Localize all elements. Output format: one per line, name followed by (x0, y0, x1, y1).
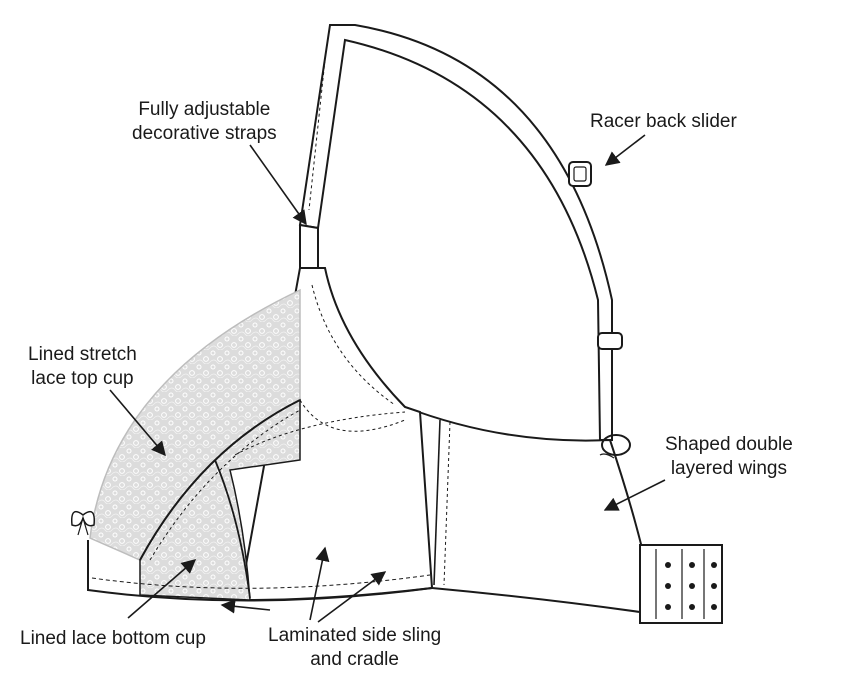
cradle (87, 540, 433, 602)
annotation-arrows (109, 134, 666, 623)
label-sling: Laminated side sling and cradle (268, 625, 442, 670)
arrow-bottom-cup-2 (220, 599, 271, 614)
back-wing (403, 405, 644, 614)
label-slider: Racer back slider (590, 111, 737, 132)
label-straps: Fully adjustable decorative straps (132, 99, 277, 144)
arrow-straps (249, 144, 307, 226)
label-top-cup: Lined stretch lace top cup (28, 344, 137, 389)
arrow-wings (603, 479, 666, 511)
strap (298, 24, 613, 441)
label-wings: Shaped double layered wings (665, 434, 793, 479)
arrow-slider (604, 134, 646, 166)
arrow-sling-2 (317, 571, 387, 623)
arrow-sling-1 (309, 546, 330, 621)
hook-eye-closure (639, 544, 723, 624)
arrow-top-cup (109, 389, 166, 457)
label-bottom-cup: Lined lace bottom cup (20, 628, 206, 649)
slider (568, 161, 631, 456)
arrow-bottom-cup (127, 559, 197, 619)
bow-icon (70, 510, 96, 536)
